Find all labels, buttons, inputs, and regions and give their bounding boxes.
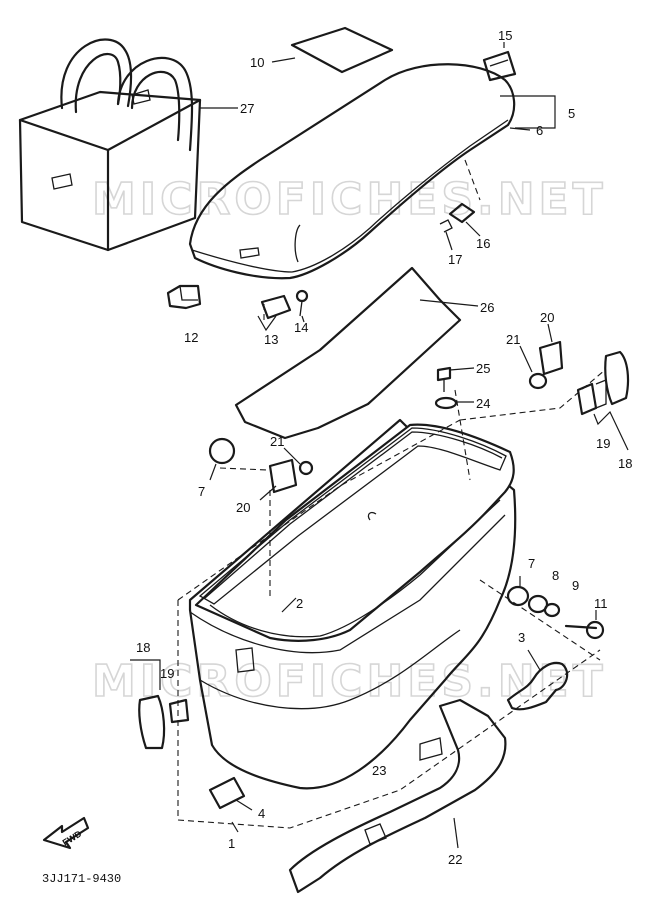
callout-16: 16 [476,236,490,251]
callouts: 1 2 3 4 5 6 7 7 8 9 10 11 12 13 14 15 16… [136,28,632,867]
callout-26: 26 [480,300,494,315]
callout-20-right: 20 [540,310,554,325]
callout-19-right: 19 [596,436,610,451]
callout-13: 13 [264,332,278,347]
callout-27: 27 [240,101,254,116]
callout-25: 25 [476,361,490,376]
callout-7-right: 7 [528,556,535,571]
lid-stopper [448,202,476,224]
watermark-bottom: MICROFICHES.NET [92,656,607,707]
callout-6: 6 [536,123,543,138]
watermark-top: MICROFICHES.NET [92,174,607,225]
case-gasket [198,427,507,605]
lid-pad [290,26,394,74]
callout-17: 17 [448,252,462,267]
hinge-bush-left [208,437,236,465]
callout-9: 9 [572,578,579,593]
callout-20-left: 20 [236,500,250,515]
case-body [188,418,517,790]
callout-8: 8 [552,568,559,583]
hinge-bush-right [528,372,548,390]
bottom-trim [288,698,507,894]
lid-hinge [166,284,202,310]
callout-3: 3 [518,630,525,645]
diagram-part-code: 3JJ171-9430 [42,872,121,886]
callout-11: 11 [594,596,608,611]
liner-bolt [436,366,452,392]
hinge-plate [260,294,292,320]
callout-5: 5 [568,106,575,121]
callout-4: 4 [258,806,265,821]
lid-liner [234,266,462,440]
assembly-lines [177,159,606,829]
callout-15: 15 [498,28,512,43]
callout-12: 12 [184,330,198,345]
hinge-bracket-left [268,458,298,494]
liner-washer [434,396,458,410]
leader-lines [130,42,629,849]
callout-18-right: 18 [618,456,632,471]
callout-23: 23 [372,763,386,778]
lid-pin [439,219,453,233]
callout-21-left: 21 [270,434,284,449]
hinge-nut-left [298,460,314,476]
callout-1: 1 [228,836,235,851]
forward-arrow-icon: FWD [42,816,90,850]
lock-assembly-left [138,694,190,750]
callout-18-left: 18 [136,640,150,655]
callout-24: 24 [476,396,490,411]
callout-2: 2 [296,596,303,611]
callout-7-left: 7 [198,484,205,499]
inner-bag [18,38,202,252]
callout-14: 14 [294,320,308,335]
case-latch-hook [506,661,569,711]
lock-assembly-right [576,350,630,416]
lid-latch [482,50,517,82]
small-block [208,776,246,810]
callout-22: 22 [448,852,462,867]
lid-shell [188,63,516,280]
callout-19-left: 19 [160,666,174,681]
hinge-screw [295,289,309,317]
callout-21-right: 21 [506,332,520,347]
hinge-bracket-right [538,340,564,376]
callout-10: 10 [250,55,264,70]
